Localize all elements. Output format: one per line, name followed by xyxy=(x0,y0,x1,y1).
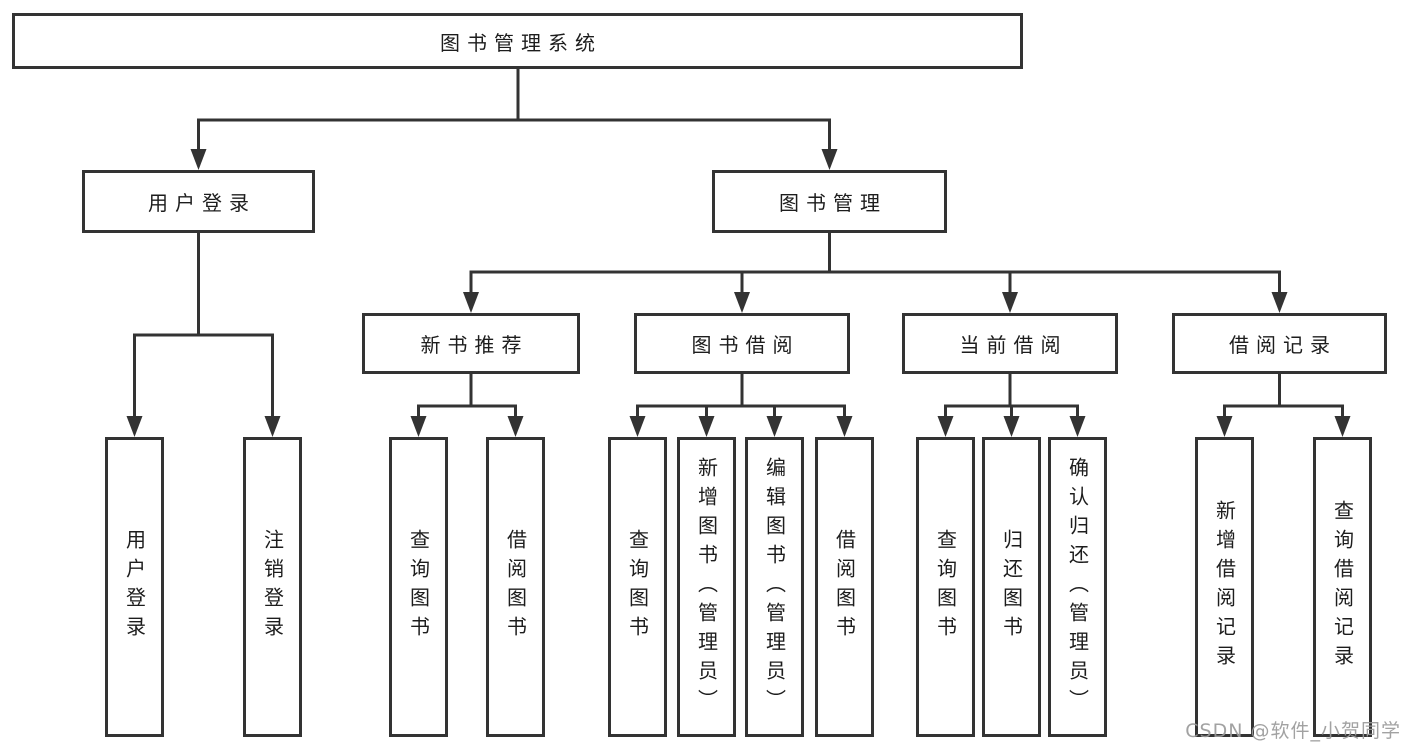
node-user-login: 用户登录 xyxy=(82,170,315,233)
leaf-logout-login-label: 注销登录 xyxy=(260,529,285,645)
leaf-records-add-record: 新增借阅记录 xyxy=(1195,437,1254,737)
leaf-current-query-books-label: 查询图书 xyxy=(933,529,958,645)
leaf-current-confirm-return-admin: 确认归还（管理员） xyxy=(1048,437,1107,737)
leaf-user-login: 用户登录 xyxy=(105,437,164,737)
leaf-rec-borrow-books: 借阅图书 xyxy=(486,437,545,737)
node-book-borrowing: 图书借阅 xyxy=(634,313,850,374)
node-book-management-label: 图书管理 xyxy=(779,191,887,215)
leaf-rec-borrow-books-label: 借阅图书 xyxy=(503,529,528,645)
leaf-user-login-label: 用户登录 xyxy=(122,529,147,645)
leaf-records-query-record-label: 查询借阅记录 xyxy=(1330,500,1355,674)
node-current-borrowing: 当前借阅 xyxy=(902,313,1118,374)
node-new-book-recommend: 新书推荐 xyxy=(362,313,580,374)
leaf-records-add-record-label: 新增借阅记录 xyxy=(1212,500,1237,674)
leaf-logout-login: 注销登录 xyxy=(243,437,302,737)
node-new-book-recommend-label: 新书推荐 xyxy=(420,333,529,357)
node-borrowing-records-label: 借阅记录 xyxy=(1229,333,1337,357)
node-current-borrowing-label: 当前借阅 xyxy=(959,333,1068,357)
node-borrowing-records: 借阅记录 xyxy=(1172,313,1387,374)
leaf-current-confirm-return-admin-label: 确认归还（管理员） xyxy=(1065,456,1090,718)
leaf-rec-query-books: 查询图书 xyxy=(389,437,448,737)
leaf-borrow-query-books: 查询图书 xyxy=(608,437,667,737)
node-root-label: 图书管理系统 xyxy=(440,30,602,55)
leaf-current-return-books: 归还图书 xyxy=(982,437,1041,737)
csdn-watermark: CSDN @软件_小贺同学 xyxy=(1185,720,1401,742)
leaf-borrow-edit-books-admin: 编辑图书（管理员） xyxy=(745,437,804,737)
node-user-login-label: 用户登录 xyxy=(148,191,256,215)
node-book-borrowing-label: 图书借阅 xyxy=(691,333,800,357)
leaf-borrow-add-books-admin-label: 新增图书（管理员） xyxy=(694,456,719,718)
leaf-current-return-books-label: 归还图书 xyxy=(999,529,1024,645)
node-root: 图书管理系统 xyxy=(12,13,1023,69)
leaf-records-query-record: 查询借阅记录 xyxy=(1313,437,1372,737)
node-book-management: 图书管理 xyxy=(712,170,947,233)
leaf-borrow-query-books-label: 查询图书 xyxy=(625,529,650,645)
leaf-borrow-borrow-books-label: 借阅图书 xyxy=(832,529,857,645)
leaf-current-query-books: 查询图书 xyxy=(916,437,975,737)
leaf-borrow-borrow-books: 借阅图书 xyxy=(815,437,874,737)
leaf-borrow-add-books-admin: 新增图书（管理员） xyxy=(677,437,736,737)
leaf-rec-query-books-label: 查询图书 xyxy=(406,529,431,645)
leaf-borrow-edit-books-admin-label: 编辑图书（管理员） xyxy=(762,456,787,718)
